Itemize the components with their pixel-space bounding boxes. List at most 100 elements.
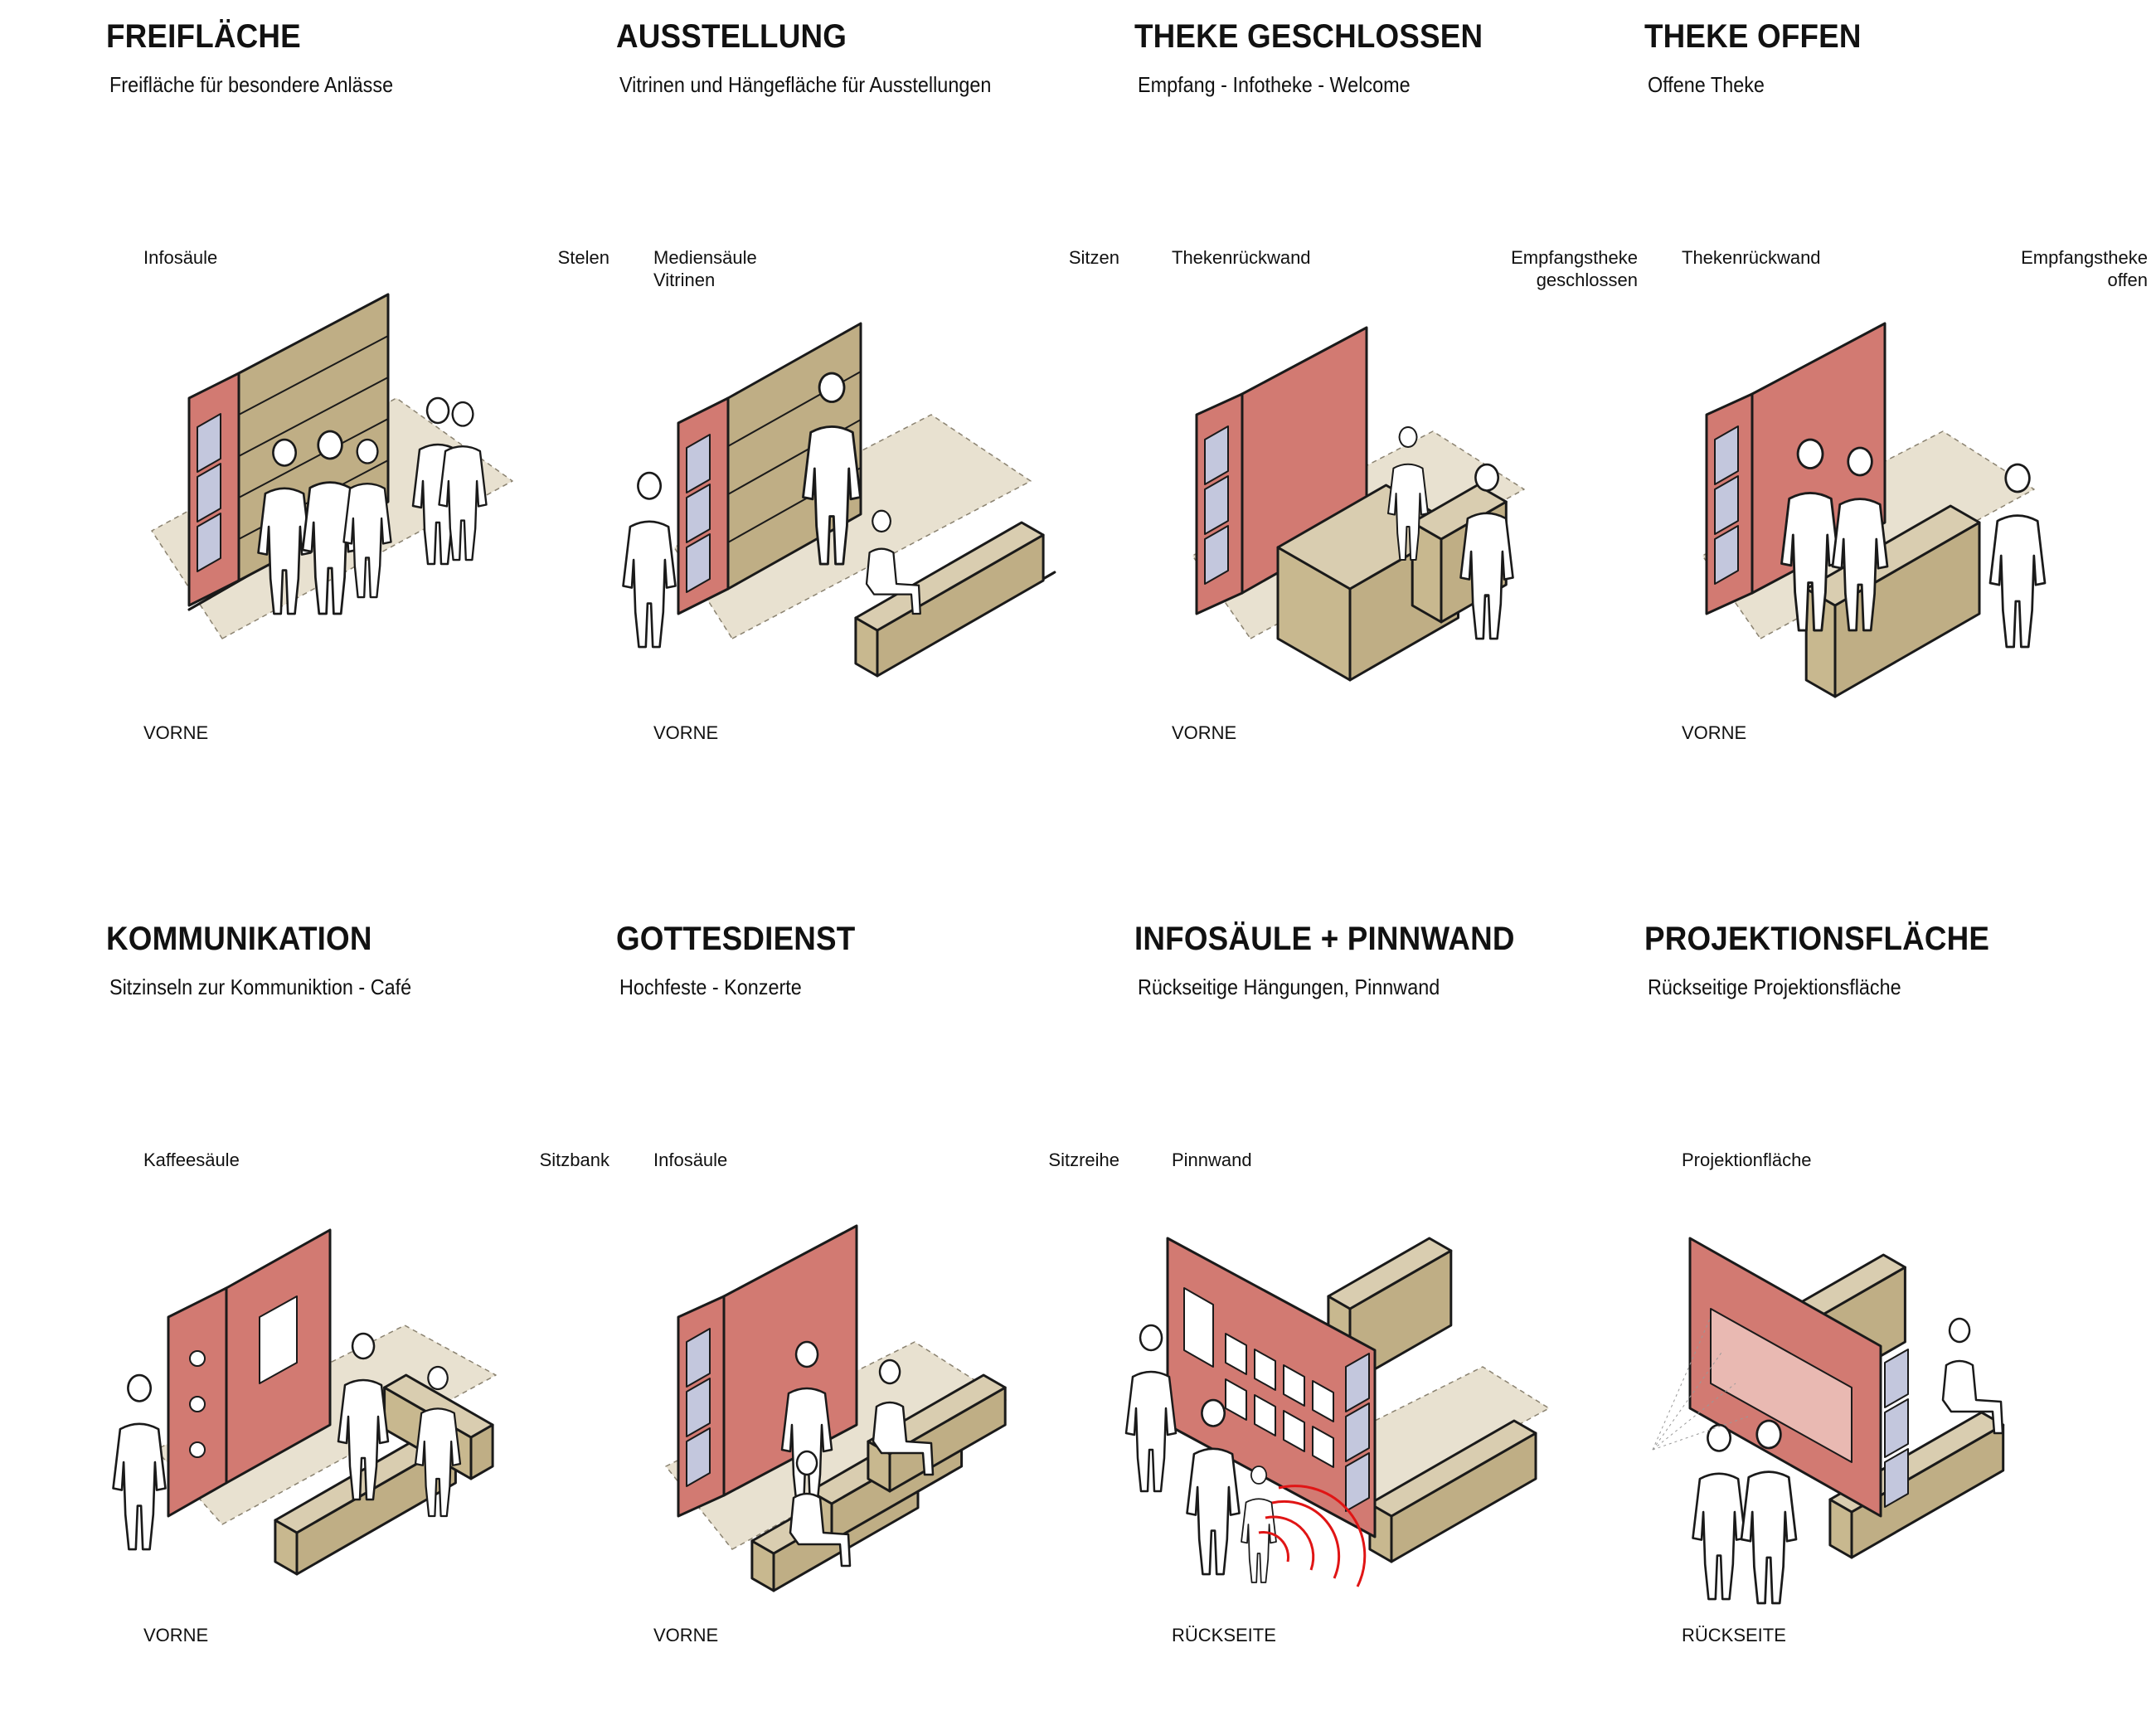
column-vitrine-1 bbox=[1884, 1398, 1909, 1458]
pinned-card bbox=[1225, 1333, 1247, 1375]
signal-wave bbox=[1271, 1500, 1341, 1579]
person-silhouette bbox=[257, 438, 312, 615]
isometric-drawing bbox=[151, 293, 513, 639]
label-line: offen bbox=[2107, 270, 2148, 290]
element-label-left: Infosäule bbox=[653, 1149, 727, 1171]
panel-subtitle: Rückseitige Hängungen, Pinnwand bbox=[1138, 975, 1440, 999]
pinned-card bbox=[1225, 1378, 1247, 1421]
back-vitrine-1 bbox=[1204, 475, 1229, 535]
panel-title: FREIFLÄCHE bbox=[106, 18, 301, 55]
person-silhouette bbox=[1692, 1423, 1746, 1601]
element-label-left: Projektionfläche bbox=[1682, 1149, 1812, 1171]
cup-icon bbox=[189, 1350, 206, 1367]
signal-wave bbox=[1258, 1531, 1289, 1563]
label-line: Projektionfläche bbox=[1682, 1150, 1812, 1170]
signal-wave bbox=[1278, 1485, 1367, 1587]
person-silhouette bbox=[1780, 438, 1840, 632]
bench-back-top bbox=[1368, 1419, 1537, 1518]
projection-ray bbox=[1652, 1316, 1712, 1451]
label-line: Mediensäule bbox=[653, 247, 757, 268]
seated-person bbox=[1941, 1317, 2004, 1435]
stele-joint bbox=[238, 418, 389, 498]
pinned-card bbox=[1254, 1394, 1276, 1436]
stele-joint bbox=[238, 335, 389, 416]
label-line: Kaffeesäule bbox=[143, 1150, 240, 1170]
isometric-drawing bbox=[112, 1228, 497, 1576]
element-label-left: Pinnwand bbox=[1172, 1149, 1252, 1171]
back-vitrine-0 bbox=[1204, 425, 1229, 485]
person-silhouette bbox=[438, 401, 488, 561]
element-label-left: Thekenrückwand bbox=[1172, 246, 1311, 269]
person-silhouette bbox=[1988, 463, 2047, 649]
bench-top bbox=[854, 521, 1045, 632]
panel-title: GOTTESDIENST bbox=[616, 921, 856, 957]
scenario-panel: FREIFLÄCHE Freifläche für besondere Anläs… bbox=[106, 0, 616, 809]
element-label-right: Sitzreihe bbox=[1048, 1149, 1119, 1171]
label-line: Stelen bbox=[557, 247, 609, 268]
back-vitrine-2 bbox=[1714, 525, 1739, 585]
panel-subtitle: Vitrinen und Hängefläche für Ausstellung… bbox=[619, 72, 992, 97]
info-vitrine-0 bbox=[1345, 1353, 1370, 1412]
label-line: Thekenrückwand bbox=[1682, 247, 1821, 268]
scenario-panel: AUSSTELLUNG Vitrinen und Hängefläche für … bbox=[616, 0, 1126, 809]
panel-subtitle: Empfang - Infotheke - Welcome bbox=[1138, 72, 1411, 97]
back-vitrine-2 bbox=[1204, 525, 1229, 585]
pinned-card bbox=[1312, 1380, 1334, 1422]
person-silhouette bbox=[1831, 446, 1889, 632]
info-vitrine-1 bbox=[1345, 1402, 1370, 1462]
column-vitrine-0 bbox=[1884, 1349, 1909, 1408]
label-line: Empfangstheke bbox=[1511, 247, 1638, 268]
isometric-drawing bbox=[1652, 1237, 2005, 1605]
pinned-card bbox=[1283, 1410, 1305, 1452]
bench-side-top bbox=[383, 1373, 494, 1439]
pinned-card bbox=[1254, 1349, 1276, 1391]
element-label-left: Kaffeesäule bbox=[143, 1149, 240, 1171]
element-label-right: Stelen bbox=[558, 246, 609, 269]
person-silhouette bbox=[414, 1365, 462, 1518]
info-column-vitrine-2 bbox=[197, 513, 221, 572]
isometric-drawing bbox=[1192, 326, 1525, 682]
panel-title: THEKE OFFEN bbox=[1644, 18, 1862, 55]
media-column-vitrine-2 bbox=[686, 533, 711, 593]
panel-subtitle: Hochfeste - Konzerte bbox=[619, 975, 802, 999]
label-line: Sitzreihe bbox=[1048, 1150, 1119, 1170]
person-silhouette bbox=[1124, 1324, 1178, 1493]
person-silhouette bbox=[1459, 463, 1514, 640]
stele-joint bbox=[238, 377, 389, 457]
info-column-vitrine-1 bbox=[197, 463, 221, 523]
element-label-left: Infosäule bbox=[143, 246, 217, 269]
person-silhouette bbox=[112, 1373, 167, 1551]
seated-person bbox=[872, 1359, 935, 1476]
label-line: Infosäule bbox=[143, 247, 218, 268]
cup-icon bbox=[189, 1441, 206, 1458]
person-silhouette bbox=[622, 471, 677, 649]
isometric-drawing bbox=[665, 1224, 1007, 1592]
pinned-card bbox=[1312, 1426, 1334, 1468]
panel-subtitle: Freifläche für besondere Anlässe bbox=[109, 72, 394, 97]
person-silhouette bbox=[1740, 1419, 1798, 1605]
element-label-left: Thekenrückwand bbox=[1682, 246, 1821, 269]
projection-ray bbox=[1652, 1383, 1736, 1451]
isometric-drawing bbox=[1702, 322, 2047, 698]
pinned-card bbox=[1283, 1364, 1305, 1407]
element-label-right: Sitzen bbox=[1069, 246, 1119, 269]
label-line: Sitzen bbox=[1068, 247, 1119, 268]
seated-person bbox=[865, 509, 921, 615]
panel-title: AUSSTELLUNG bbox=[616, 18, 847, 55]
label-line: Sitzbank bbox=[539, 1150, 609, 1170]
panel-title: PROJEKTIONSFLÄCHE bbox=[1644, 921, 1990, 957]
back-vitrine-0 bbox=[1714, 425, 1739, 485]
view-direction-label: RÜCKSEITE bbox=[1172, 1625, 1276, 1645]
media-column-vitrine-0 bbox=[686, 434, 711, 493]
media-column-vitrine-1 bbox=[686, 484, 711, 543]
panel-subtitle: Offene Theke bbox=[1648, 72, 1765, 97]
person-silhouette bbox=[342, 438, 392, 599]
isometric-drawing bbox=[622, 322, 1056, 678]
person-silhouette bbox=[337, 1332, 390, 1501]
info-vitrine-2 bbox=[1345, 1452, 1370, 1512]
